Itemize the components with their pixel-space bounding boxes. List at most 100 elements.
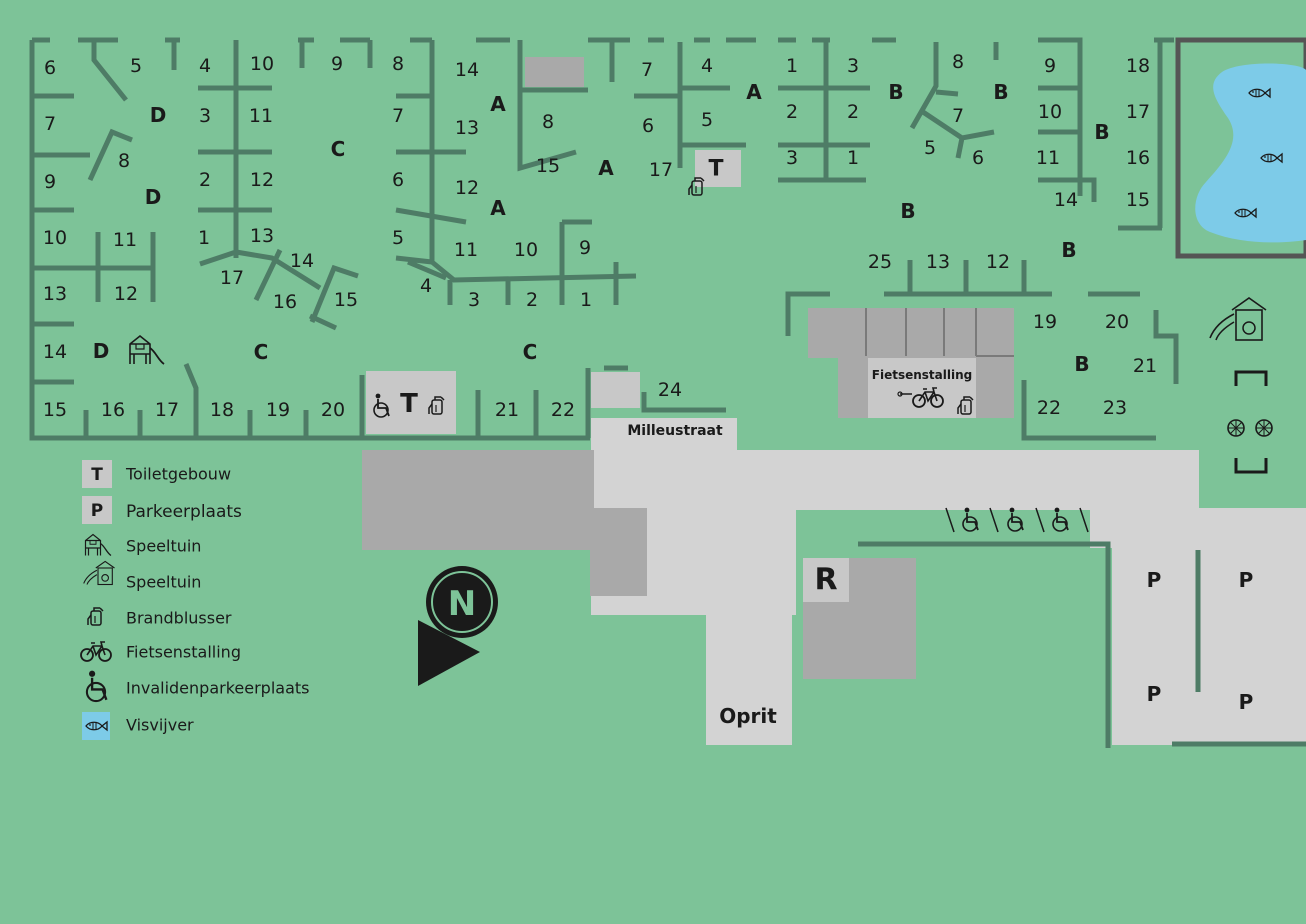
zone-letter-b: B bbox=[1074, 352, 1089, 376]
wheelchair-icon bbox=[962, 506, 979, 532]
pitch-label: 22 bbox=[551, 399, 575, 421]
pitch-label: 4 bbox=[420, 275, 432, 297]
zone-letter-a: A bbox=[746, 80, 762, 104]
legend-text: Toiletgebouw bbox=[125, 465, 231, 484]
playground-large-icon bbox=[83, 560, 115, 586]
legend-key: P bbox=[91, 501, 103, 521]
pitch-label: 7 bbox=[44, 113, 56, 135]
pitch-label: 15 bbox=[1126, 189, 1150, 211]
pitch-label: 14 bbox=[290, 250, 314, 272]
pitch-label: 3 bbox=[468, 289, 480, 311]
pitch-label: 8 bbox=[118, 150, 130, 172]
pitch-label: 16 bbox=[1126, 147, 1150, 169]
pitch-label: 2 bbox=[199, 169, 211, 191]
pitch-label: 2 bbox=[526, 289, 538, 311]
pitch-label: 17 bbox=[220, 267, 244, 289]
zone-letter-d: D bbox=[150, 103, 167, 127]
pitch-label: 19 bbox=[266, 399, 290, 421]
pitch-label: 23 bbox=[1103, 397, 1127, 419]
pitch-label: 8 bbox=[392, 53, 404, 75]
pitch-label: 9 bbox=[44, 171, 56, 193]
fish-pond bbox=[1175, 37, 1306, 259]
legend-text: Parkeerplaats bbox=[126, 502, 242, 522]
pitch-label: 17 bbox=[1126, 101, 1150, 123]
map-icons bbox=[129, 88, 1283, 533]
wheelchair-icon bbox=[1007, 506, 1024, 532]
zone-letters: D D D C C C A A A A B B B B B B bbox=[93, 80, 1110, 376]
pitch-label: 11 bbox=[1036, 147, 1060, 169]
legend-text: Speeltuin bbox=[126, 537, 201, 556]
pitch-numbers-zone-b-north: 1 3 2 2 3 1 8 7 5 6 9 18 10 17 11 16 14 … bbox=[786, 51, 1150, 211]
pitch-label: 7 bbox=[641, 59, 653, 81]
legend-text: Brandblusser bbox=[126, 609, 232, 628]
playground-icon bbox=[84, 533, 112, 557]
parking-label: P bbox=[1239, 690, 1254, 714]
legend-text: Speeltuin bbox=[126, 573, 201, 592]
legend-text: Fietsenstalling bbox=[126, 643, 241, 662]
pitch-label: 10 bbox=[514, 239, 538, 261]
hedges bbox=[29, 37, 1306, 748]
pitch-numbers-zone-c-west: 4 10 3 11 2 12 1 13 17 14 16 15 18 19 20 bbox=[198, 53, 358, 421]
pitch-label: 3 bbox=[199, 105, 211, 127]
zone-letter-a: A bbox=[490, 92, 506, 116]
reception-label: R bbox=[814, 563, 837, 598]
pitch-label: 14 bbox=[455, 59, 479, 81]
pitch-label: 7 bbox=[392, 105, 404, 127]
pitch-label: 1 bbox=[580, 289, 592, 311]
zone-letter-b: B bbox=[900, 199, 915, 223]
pitch-label: 1 bbox=[786, 55, 798, 77]
pitch-label: 1 bbox=[847, 147, 859, 169]
pitch-label: 19 bbox=[1033, 311, 1057, 333]
zone-letter-a: A bbox=[490, 196, 506, 220]
zone-letter-b: B bbox=[1061, 238, 1076, 262]
pitch-numbers-zone-d: 6 5 7 8 9 11 10 13 12 14 15 16 17 bbox=[43, 55, 179, 421]
pitch-label: 25 bbox=[868, 251, 892, 273]
pitch-label: 7 bbox=[952, 105, 964, 127]
pitch-label: 14 bbox=[1054, 189, 1078, 211]
pitch-label: 11 bbox=[249, 105, 273, 127]
pitch-label: 20 bbox=[321, 399, 345, 421]
zone-letter-d: D bbox=[93, 339, 110, 363]
pitch-label: 14 bbox=[43, 341, 67, 363]
pitch-label: 15 bbox=[43, 399, 67, 421]
legend-item-parking: P Parkeerplaats bbox=[82, 496, 242, 524]
pitch-label: 8 bbox=[542, 111, 554, 133]
pitch-label: 9 bbox=[1044, 55, 1056, 77]
buildings bbox=[362, 57, 1014, 679]
pitch-label: 12 bbox=[250, 169, 274, 191]
pitch-label: 5 bbox=[701, 109, 713, 131]
pitch-label: 6 bbox=[642, 115, 654, 137]
pitch-label: 18 bbox=[1126, 55, 1150, 77]
pitch-label: 13 bbox=[926, 251, 950, 273]
pitch-label: 4 bbox=[701, 55, 713, 77]
pitch-label: 22 bbox=[1037, 397, 1061, 419]
pitch-label: 13 bbox=[43, 283, 67, 305]
legend-text: Invalidenparkeerplaats bbox=[126, 679, 309, 698]
north-label: N bbox=[448, 584, 476, 624]
legend-item-playground: Speeltuin bbox=[84, 533, 201, 557]
zone-letter-b: B bbox=[1094, 120, 1109, 144]
pitch-label: 3 bbox=[786, 147, 798, 169]
legend-text: Visvijver bbox=[126, 716, 194, 735]
playground-icon bbox=[129, 335, 165, 365]
legend-key: T bbox=[91, 465, 103, 485]
pitch-label: 10 bbox=[250, 53, 274, 75]
fire-extinguisher-icon bbox=[87, 607, 104, 626]
zone-letter-d: D bbox=[145, 185, 162, 209]
legend-item-extinguisher: Brandblusser bbox=[87, 607, 232, 628]
pitch-label: 11 bbox=[113, 229, 137, 251]
pitch-label: 9 bbox=[579, 237, 591, 259]
pitch-label: 13 bbox=[250, 225, 274, 247]
facility-labels: T T Milleustraat Fietsenstalling R Oprit… bbox=[400, 157, 1253, 729]
parking-divider-lines bbox=[945, 507, 1089, 533]
legend: T Toiletgebouw P Parkeerplaats Speeltuin… bbox=[80, 460, 309, 740]
legend-item-toilet: T Toiletgebouw bbox=[82, 460, 231, 488]
wheelchair-icon bbox=[85, 669, 108, 703]
pitch-label: 13 bbox=[455, 117, 479, 139]
pitch-label: 12 bbox=[455, 177, 479, 199]
pitch-label: 15 bbox=[334, 289, 358, 311]
pitch-label: 12 bbox=[114, 283, 138, 305]
pitch-label: 15 bbox=[536, 155, 560, 177]
driveway-label: Oprit bbox=[719, 704, 777, 728]
